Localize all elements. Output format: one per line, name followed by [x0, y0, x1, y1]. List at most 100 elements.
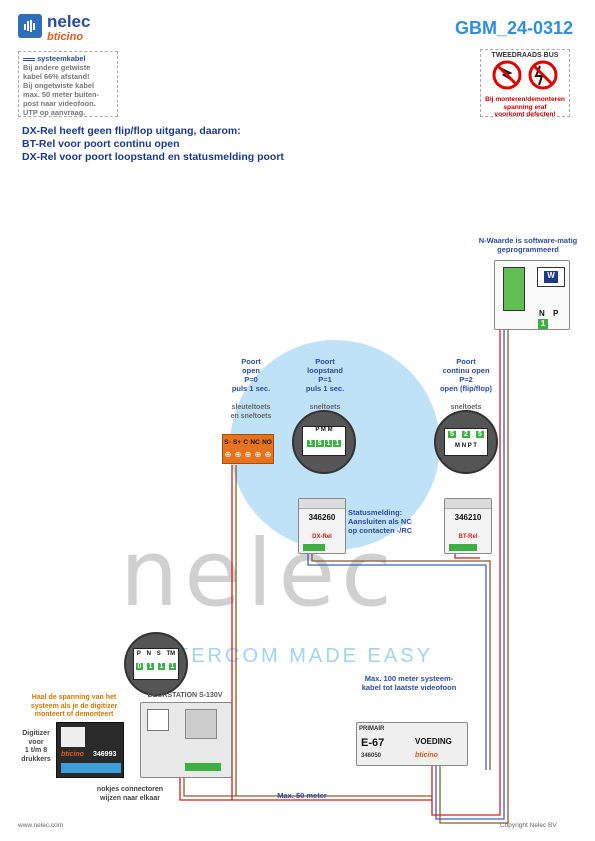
nokjes-line: wijzen naar elkaar [100, 794, 160, 802]
terminal-label: S+ [232, 439, 242, 446]
voeding-primair: PRIMAIR [359, 726, 385, 732]
dxrel-dip-value: 1 [306, 440, 315, 447]
max100-line: kabel tot laatste videofoon [361, 683, 457, 692]
heading-line: DX-Rel heeft geen flip/flop uitgang, daa… [22, 125, 241, 137]
digitizer-module: bticino 346993 [56, 722, 124, 778]
poort-loop-line: P=1 [318, 375, 332, 384]
poort-loop-sub: sneltoets [309, 404, 341, 411]
warning-line: voorkomt defecten! [494, 111, 556, 118]
poort-cont-line: continu open [442, 366, 490, 375]
voeding-module: PRIMAIR E-67 VOEDING 346050 bticino [356, 722, 468, 766]
poort-open-line: open [242, 366, 260, 375]
digitizer-brand: bticino [61, 751, 84, 758]
voeding-brand: bticino [415, 752, 438, 759]
poort-loop-line: Poort [315, 357, 335, 366]
poort-cont-line: Poort [456, 357, 476, 366]
nokjes-note: nokjes connectoren wijzen naar elkaar [80, 786, 180, 803]
brand-logo-icon [18, 14, 42, 38]
deurstation-dip-value: 1 [168, 663, 177, 670]
dxrel-dip-zoom: P M M 1 5 1 1 [292, 410, 356, 474]
watermark-text: nelec [120, 520, 398, 627]
videofoon-screen-frame: W [537, 267, 565, 287]
digitizer-line: Digitizer [22, 730, 50, 737]
digitizer-line: voor [28, 738, 44, 746]
digitizer-code: 346993 [93, 751, 117, 758]
deurstation-dip-value: 1 [157, 663, 166, 670]
nokjes-line: nokjes connectoren [96, 786, 164, 793]
poort-loop-line: puls 1 sec. [305, 384, 345, 393]
spanning-line: monteert of demonteert [34, 711, 114, 718]
heading-line: BT-Rel voor poort continu open [22, 138, 180, 150]
cable-note-line: Bij ongetwiste kabel [23, 81, 95, 90]
statusmelding-line: Aansluiten als NC [348, 517, 412, 526]
max50-label: Max. 50 meter [277, 791, 327, 800]
warning-line: Bij monteren/demonteren [485, 96, 565, 103]
deurstation-dip-zoom: P N S TM 0 1 1 1 [124, 632, 188, 696]
dxrel-module: 346260 DX-Rel [298, 498, 346, 554]
deurstation-dip-value: 0 [135, 663, 144, 670]
watermark-subtitle: INTERCOM MADE EASY [150, 645, 433, 667]
poort-cont-sub: sneltoets [450, 404, 482, 411]
max100-line: Max. 100 meter systeem- [364, 674, 454, 683]
videofoon-p-label: P [553, 309, 559, 318]
btrel-module: 346210 BT-Rel [444, 498, 492, 554]
videofoon: W N P 1 [494, 260, 570, 330]
voeding-label: VOEDING [415, 737, 452, 746]
btrel-code: 346210 [454, 513, 482, 522]
btrel-dip-value: 2 [462, 431, 470, 438]
deurstation-dip-label: TM [166, 651, 176, 657]
terminal-label: NC [250, 439, 260, 446]
footer-copyright: Copyright Nelec BV [500, 822, 557, 829]
nwaarde-label: N-Waarde is software-matig geprogrammeer… [464, 236, 592, 254]
deurstation-dip-label: P [136, 651, 141, 657]
max100-note: Max. 100 meter systeem- kabel tot laatst… [354, 674, 464, 692]
videofoon-terminals [503, 267, 525, 311]
spanning-note: Haal de spanning van het systeem als je … [18, 694, 130, 720]
cable-note-line: UTP op aanvraag. [23, 108, 86, 117]
btrel-dip-value: 5 [448, 431, 456, 438]
dxrel-dip-value: 5 [315, 440, 324, 447]
brand-name: nelec [47, 12, 91, 31]
poort-open-sub-line: sleuteltoets [231, 404, 271, 411]
digitizer-line: 1 t/m 8 [24, 747, 48, 754]
terminal-label: NO [262, 439, 272, 446]
dxrel-dip-top: P M M [315, 427, 333, 433]
dxrel-dip-value: 1 [333, 440, 342, 447]
videofoon-screen: W [544, 271, 558, 283]
deurstation-title: DEURSTATION S-130V [147, 692, 223, 699]
statusmelding-line: Statusmelding: [348, 508, 403, 517]
deurstation-dip-label: N [146, 651, 151, 657]
btrel-name: BT-Rel [458, 534, 478, 540]
poort-open-line: P=0 [244, 375, 258, 384]
statusmelding-line: op contacten -/RC [348, 526, 413, 535]
cable-note-line: post naar videofoon. [23, 99, 96, 108]
spanning-line: systeem als je de digitizer [30, 702, 118, 710]
terminal-label: C [243, 439, 249, 446]
cable-note-line: kabel 66% afstand! [23, 72, 90, 81]
no-power-icon [492, 60, 558, 90]
gate-terminal-block: S- S+ C NC NO ⊕⊕⊕⊕⊕ [222, 434, 274, 464]
poort-cont-line: open (flip/flop) [439, 384, 493, 393]
deurstation-dip-value: 1 [146, 663, 155, 670]
digitizer-line: drukkers [21, 755, 51, 763]
btrel-dip-zoom: 5 2 5 M N P T [434, 410, 498, 474]
btrel-dip-value: 5 [476, 431, 484, 438]
warning-title: TWEEDRAADS BUS [491, 52, 559, 59]
cable-note-line: Bij andere getwiste [23, 63, 91, 72]
voeding-code: 346050 [361, 753, 382, 759]
footer-website: www.nelec.com [18, 822, 64, 829]
warning-box: TWEEDRAADS BUS Bij monteren/demonteren s… [480, 49, 570, 118]
heading-line: DX-Rel voor poort loopstand en statusmel… [22, 151, 284, 163]
cable-note: systeemkabel Bij andere getwiste kabel 6… [18, 51, 118, 117]
statusmelding-note: Statusmelding: Aansluiten als NC op cont… [348, 508, 430, 535]
dxrel-name: DX-Rel [312, 534, 332, 540]
deurstation-module [140, 702, 232, 778]
terminal-screws: ⊕⊕⊕⊕⊕ [224, 450, 272, 459]
deurstation-dip-label: S [156, 651, 161, 657]
digitizer-label: Digitizer voor 1 t/m 8 drukkers [14, 730, 58, 764]
poort-loop-line: loopstand [307, 366, 343, 375]
poort-open-sub-line: en sneltoets [230, 412, 272, 420]
poort-cont-label: Poort continu open P=2 open (flip/flop) [424, 357, 508, 393]
cable-legend: systeemkabel [37, 54, 86, 63]
nwaarde-line: geprogrammeerd [497, 245, 559, 254]
